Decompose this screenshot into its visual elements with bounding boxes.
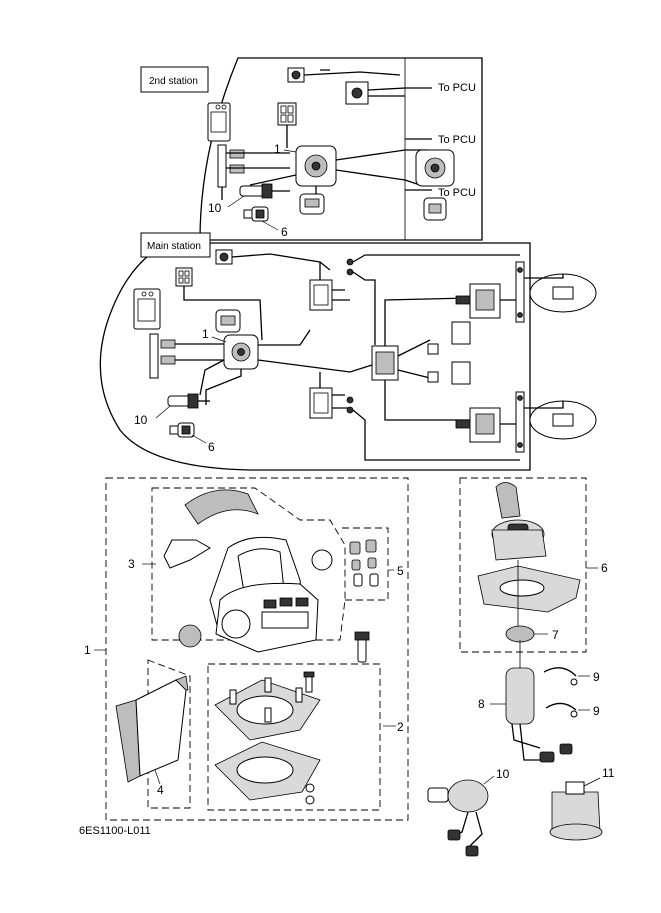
main-station-panel: Main station 1 10 [99,232,597,471]
to-pcu-label-1: To PCU [438,82,476,94]
top-callout-6: 6 [281,225,288,239]
second-station-panel: 2nd station To PCU 1 [140,57,483,241]
to-pcu-label-2: To PCU [438,134,476,146]
callout-3: 3 [128,557,135,571]
callout-6: 6 [601,561,608,575]
second-station-label-box [140,66,209,93]
callout-9b: 9 [593,704,600,718]
callout-5: 5 [397,564,404,578]
callout-2: 2 [397,720,404,734]
callout-4: 4 [157,783,164,797]
main-station-label: Main station [147,241,201,252]
top-callout-10: 10 [208,201,222,215]
second-station-label: 2nd station [149,76,198,87]
to-pcu-label-3: To PCU [438,187,476,199]
callout-11: 11 [602,766,615,780]
top-callout-1: 1 [274,142,281,156]
drawing-code: 6ES1100-L011 [79,825,151,837]
callout-9a: 9 [593,670,600,684]
main-callout-1: 1 [202,327,209,341]
callout-8: 8 [478,697,485,711]
callout-1: 1 [84,643,91,657]
main-station-label-box [140,232,211,258]
main-callout-10: 10 [134,413,148,427]
callout-7: 7 [552,628,559,642]
remote-control-assembly: 1 2 3 4 5 6ES1100-L011 [79,477,409,837]
callout-10: 10 [496,767,510,781]
main-callout-6: 6 [208,440,215,454]
joystick-assembly: 7 6 8 9 9 10 11 [427,477,615,857]
